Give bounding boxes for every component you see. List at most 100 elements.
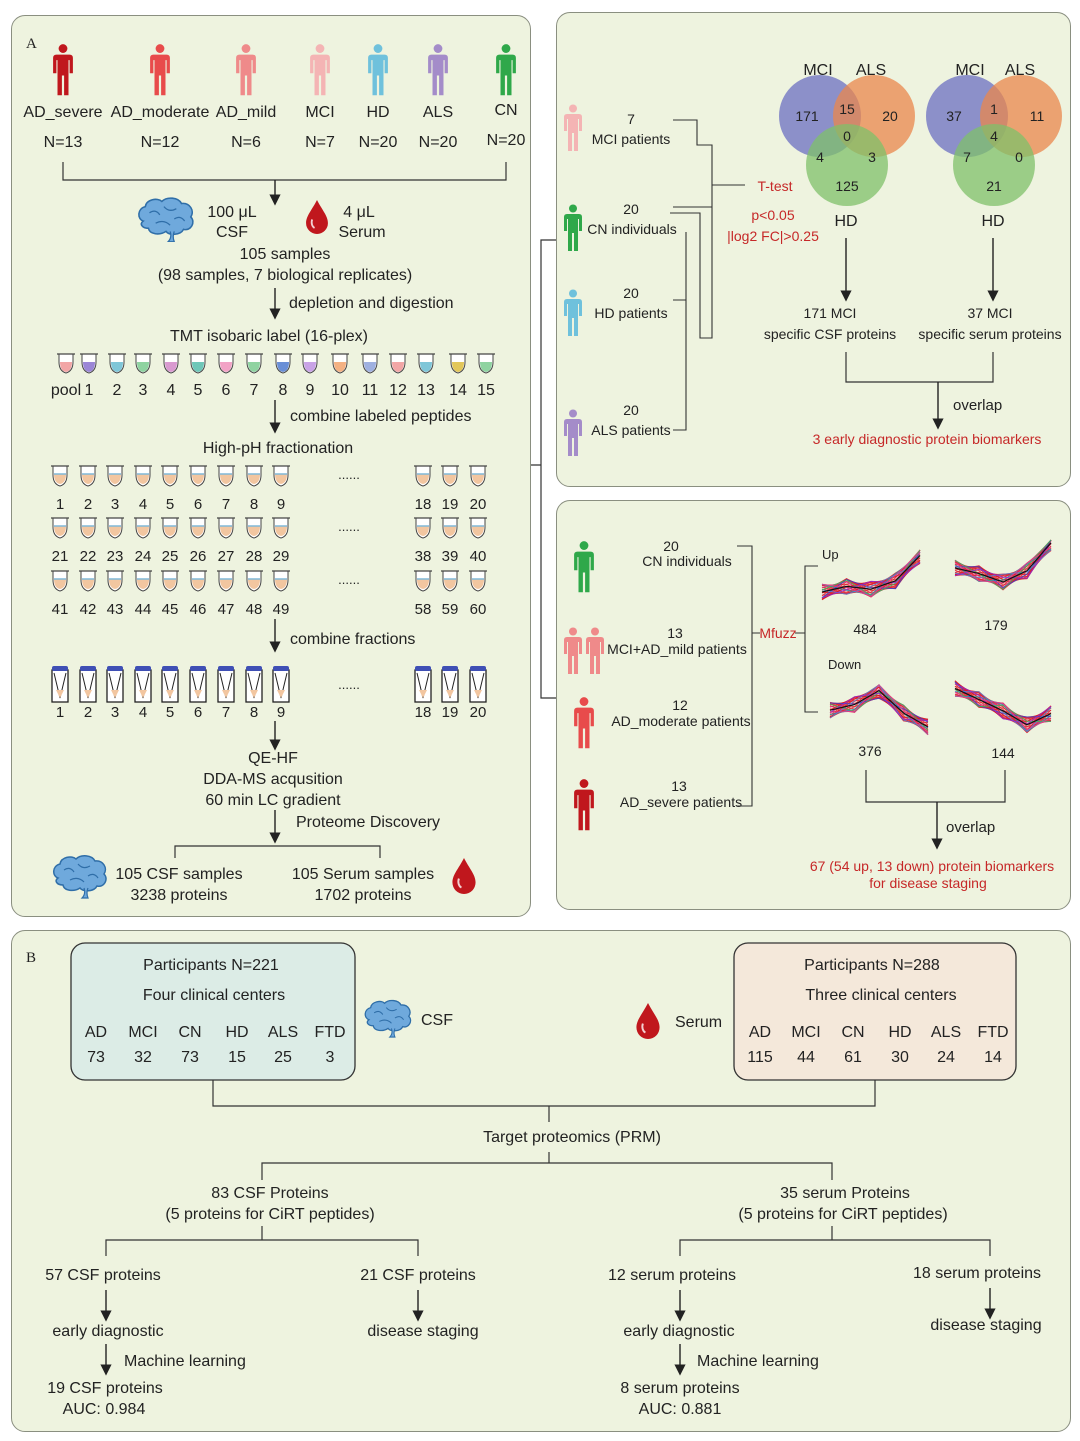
fraction-label: 25	[162, 548, 179, 565]
cohort-value: 73	[181, 1049, 199, 1066]
fraction-tube	[441, 517, 459, 539]
cohort-value: 25	[274, 1049, 292, 1066]
serum-participants: Participants N=288	[804, 957, 940, 974]
fraction-label: 26	[190, 548, 207, 565]
panel-a-label: A	[26, 36, 37, 52]
tr-group-label: HD patients	[594, 305, 667, 321]
tmt-tube	[301, 353, 319, 374]
person-icon-cn	[564, 204, 582, 251]
tmt-tube-label: 10	[331, 382, 349, 399]
fraction-label: 24	[135, 548, 152, 565]
person-icon-ad_moderate	[150, 44, 170, 96]
vial-label: 7	[222, 704, 230, 721]
cohort-value: 14	[984, 1049, 1002, 1066]
fraction-tube	[414, 465, 432, 487]
venn-circle-hd	[806, 124, 888, 206]
group-count: N=12	[141, 134, 180, 151]
tmt-tube	[274, 353, 292, 374]
fraction-label: 28	[246, 548, 263, 565]
person-icon-mci-mild-2	[586, 627, 604, 674]
tmt-tube	[389, 353, 407, 374]
tmt-tube-label: 8	[279, 382, 288, 399]
fraction-tube	[79, 570, 97, 592]
test-method: T-test	[757, 178, 792, 194]
fraction-label: 2	[84, 496, 92, 513]
venn-value: 125	[835, 178, 859, 194]
person-icon-hd	[564, 289, 582, 336]
csf-cirt: (5 proteins for CiRT peptides)	[165, 1206, 374, 1223]
fraction-tube	[51, 570, 69, 592]
target-proteomics: Target proteomics (PRM)	[483, 1129, 661, 1146]
fraction-tube	[272, 465, 290, 487]
tmt-tube	[162, 353, 180, 374]
csf-final-proteins: 19 CSF proteins	[47, 1380, 163, 1397]
ellipsis: ......	[338, 519, 360, 534]
person-icon-mci	[310, 44, 330, 96]
group-count: N=20	[419, 134, 458, 151]
venn-value: 11	[1030, 108, 1045, 124]
mr-group-count: 12	[672, 697, 688, 713]
serum-prm-proteins: 35 serum Proteins	[780, 1185, 910, 1202]
fraction-tube	[134, 570, 152, 592]
serum-centers: Three clinical centers	[805, 987, 956, 1004]
group-name: AD_moderate	[111, 104, 210, 121]
fraction-label: 46	[190, 601, 207, 618]
csf-disease-staging: disease staging	[367, 1323, 478, 1340]
fraction-label: 43	[107, 601, 124, 618]
fc-threshold: |log2 FC|>0.25	[727, 228, 819, 244]
ms-vial	[51, 666, 69, 703]
venn-value: 4	[990, 128, 998, 144]
mr-group-count: 13	[667, 625, 683, 641]
tmt-tube	[217, 353, 235, 374]
fraction-tube	[189, 570, 207, 592]
group-count: N=13	[44, 134, 83, 151]
fraction-label: 18	[415, 496, 432, 513]
person-icon-als	[428, 44, 448, 96]
fraction-label: 48	[246, 601, 263, 618]
fraction-tube	[272, 570, 290, 592]
fraction-tube	[217, 517, 235, 539]
fraction-label: 21	[52, 548, 69, 565]
venn-value: 20	[882, 108, 898, 124]
fraction-label: 60	[470, 601, 487, 618]
group-name: CN	[494, 102, 517, 119]
serum-machine-learning: Machine learning	[697, 1353, 819, 1370]
serum-final-proteins: 8 serum proteins	[620, 1380, 739, 1397]
fraction-label: 44	[135, 601, 152, 618]
serum-early-diagnostic: early diagnostic	[623, 1323, 734, 1340]
cohort-column: AD	[749, 1024, 771, 1041]
fraction-label: 59	[442, 601, 459, 618]
ms-vial	[469, 666, 487, 703]
fraction-tube	[106, 517, 124, 539]
csf-specific-count: 171 MCI	[804, 305, 857, 321]
tmt-tube-label: 14	[449, 382, 467, 399]
tmt-tube-label: 11	[362, 382, 379, 399]
cohort-value: 32	[134, 1049, 152, 1066]
csf-result-proteins: 3238 proteins	[131, 887, 228, 904]
vial-label: 19	[442, 704, 459, 721]
ms-gradient: 60 min LC gradient	[205, 792, 341, 809]
csf-machine-learning: Machine learning	[124, 1353, 246, 1370]
tr-group-label: ALS patients	[591, 422, 670, 438]
group-name: AD_mild	[216, 104, 276, 121]
fraction-tube	[134, 465, 152, 487]
venn-label-a: MCI	[803, 62, 832, 79]
csf-21-proteins: 21 CSF proteins	[360, 1267, 476, 1284]
fraction-tube	[441, 570, 459, 592]
fraction-label: 4	[139, 496, 147, 513]
ms-vial	[189, 666, 207, 703]
venn-value: 1	[990, 101, 998, 117]
serum-result-samples: 105 Serum samples	[292, 866, 434, 883]
serum-volume: 4 μL	[343, 204, 375, 221]
ms-vial	[272, 666, 290, 703]
mfuzz-cluster-plot	[829, 684, 929, 736]
fraction-tube	[161, 517, 179, 539]
person-icon-ad_severe	[53, 44, 73, 96]
fraction-tube	[217, 570, 235, 592]
fraction-label: 8	[250, 496, 258, 513]
vial-label: 3	[111, 704, 119, 721]
csf-label-b: CSF	[421, 1012, 453, 1029]
group-name: ALS	[423, 104, 453, 121]
serum-12-proteins: 12 serum proteins	[608, 1267, 736, 1284]
